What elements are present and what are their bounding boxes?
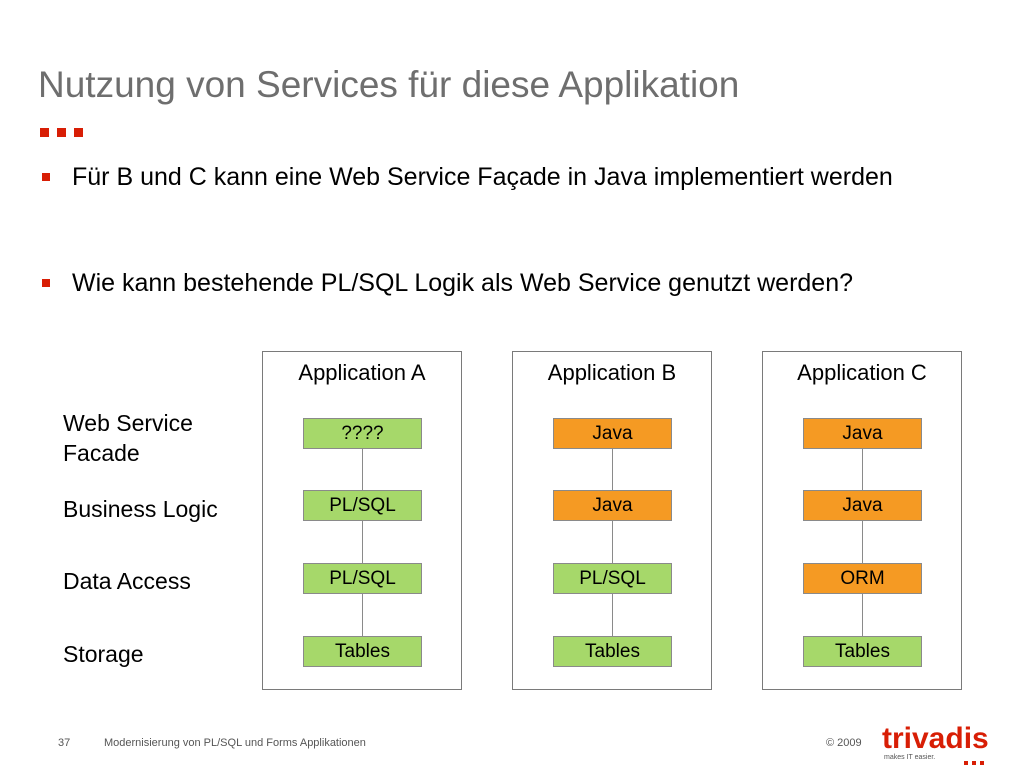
bullet-text: Für B und C kann eine Web Service Façade… xyxy=(72,163,893,191)
application-b-box: Application B Java Java PL/SQL Tables xyxy=(512,351,712,690)
bullet-item: Für B und C kann eine Web Service Façade… xyxy=(42,160,942,194)
logo-wordmark: trivadis xyxy=(882,722,989,755)
connector-line xyxy=(612,448,613,648)
application-title: Application C xyxy=(797,360,927,385)
node-facade: Java xyxy=(803,418,922,449)
node-data-access: PL/SQL xyxy=(553,563,672,594)
logo-tagline: makes IT easier. xyxy=(884,754,935,761)
application-title: Application B xyxy=(547,360,677,385)
application-title: Application A xyxy=(298,360,426,385)
bullet-item: Wie kann bestehende PL/SQL Logik als Web… xyxy=(42,266,942,300)
node-storage: Tables xyxy=(553,636,672,667)
bullet-square-icon xyxy=(42,279,50,287)
layer-label-web-service-facade: Web Service Facade xyxy=(63,410,193,466)
bullet-square-icon xyxy=(42,173,50,181)
page-number: 37 xyxy=(58,737,71,749)
node-business-logic: Java xyxy=(803,490,922,521)
footer-text: Modernisierung von PL/SQL und Forms Appl… xyxy=(104,737,366,749)
application-a-box: Application A ???? PL/SQL PL/SQL Tables xyxy=(262,351,462,690)
title-accent-dots xyxy=(40,124,91,142)
layer-label-business-logic: Business Logic xyxy=(63,496,218,522)
copyright: © 2009 xyxy=(826,737,862,749)
application-c-box: Application C Java Java ORM Tables xyxy=(762,351,962,690)
node-storage: Tables xyxy=(303,636,422,667)
node-data-access: ORM xyxy=(803,563,922,594)
slide-title: Nutzung von Services für diese Applikati… xyxy=(38,64,740,105)
bullet-text: Wie kann bestehende PL/SQL Logik als Web… xyxy=(72,269,854,297)
trivadis-logo: trivadis makes IT easier. xyxy=(882,722,989,765)
node-facade: Java xyxy=(553,418,672,449)
layer-label-data-access: Data Access xyxy=(63,568,191,594)
node-business-logic: PL/SQL xyxy=(303,490,422,521)
node-facade: ???? xyxy=(303,418,422,449)
node-storage: Tables xyxy=(803,636,922,667)
node-data-access: PL/SQL xyxy=(303,563,422,594)
connector-line xyxy=(862,448,863,648)
layer-label-storage: Storage xyxy=(63,641,144,667)
node-business-logic: Java xyxy=(553,490,672,521)
connector-line xyxy=(362,448,363,648)
